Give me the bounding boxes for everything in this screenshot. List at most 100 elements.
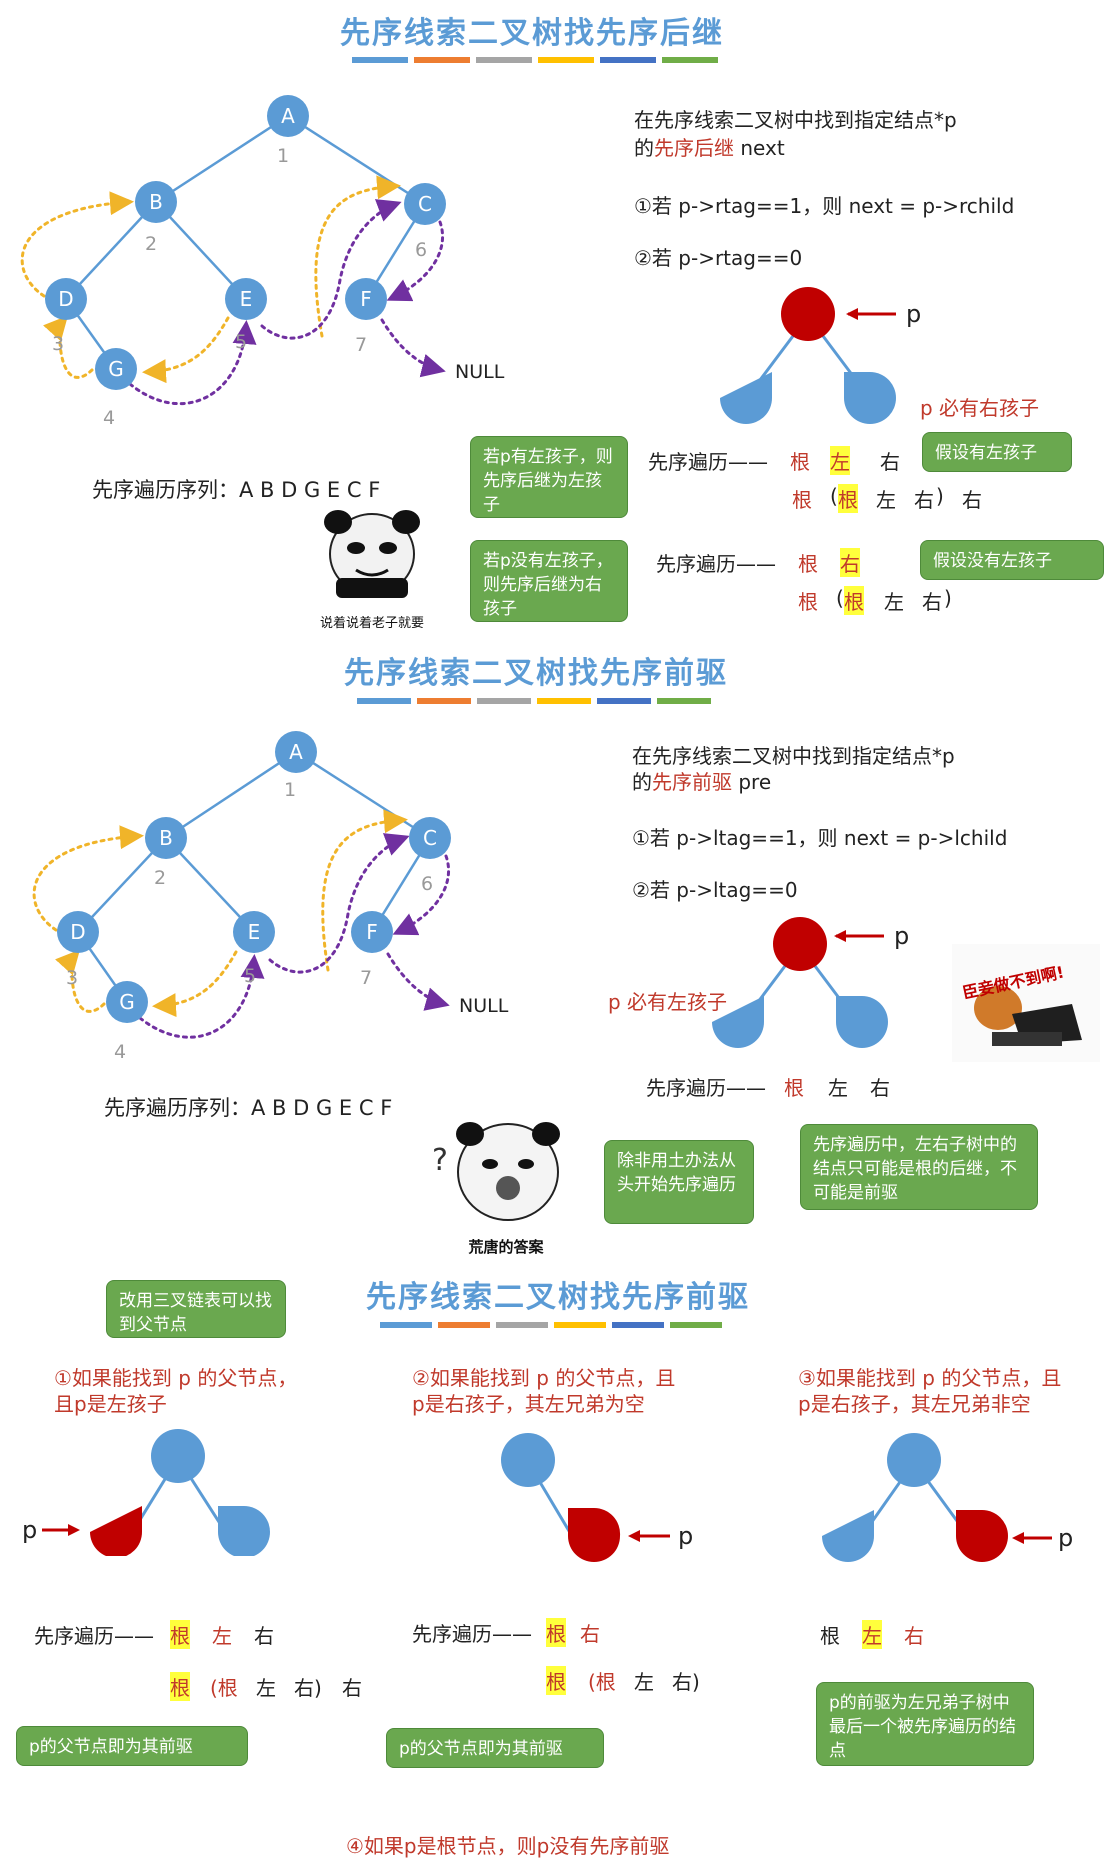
p-node bbox=[781, 287, 835, 341]
node-label: G bbox=[108, 357, 124, 381]
case1-root: 根 bbox=[170, 1620, 190, 1649]
case3-heading1: ③如果能找到 p 的父节点，且 bbox=[798, 1366, 1062, 1390]
node-label: F bbox=[366, 920, 378, 944]
token: 根 bbox=[798, 590, 818, 614]
token-right: 右 bbox=[840, 548, 860, 577]
tree-node-F bbox=[345, 278, 387, 320]
order-label: 7 bbox=[360, 967, 372, 989]
bubble-three-link-list: 改用三叉链表可以找到父节点 bbox=[106, 1280, 286, 1338]
null-label: NULL bbox=[459, 995, 509, 1017]
panda-meme-2: ? bbox=[432, 1122, 560, 1221]
order-label: 7 bbox=[355, 334, 367, 356]
color-bar bbox=[538, 57, 594, 63]
order-label: 2 bbox=[145, 233, 157, 255]
threaded-tree-1: A B C D E F G 1 2 3 4 5 6 7 NULL bbox=[20, 95, 505, 429]
svg-text:?: ? bbox=[432, 1143, 448, 1178]
case1-heading2: 且p是左孩子 bbox=[54, 1392, 167, 1416]
token: 右 bbox=[914, 488, 934, 512]
color-bar bbox=[357, 698, 411, 704]
bubble-assume-no-left: 假设没有左孩子 bbox=[920, 540, 1104, 580]
tree-node-D bbox=[57, 911, 99, 953]
p-node bbox=[773, 917, 827, 971]
token: 根 bbox=[844, 586, 864, 615]
tree-node-G bbox=[95, 348, 137, 390]
p-right-subtree bbox=[956, 1510, 1008, 1562]
tree-node-G bbox=[106, 981, 148, 1023]
p-diagram-1: p bbox=[720, 287, 921, 424]
order-label: 4 bbox=[103, 407, 115, 429]
token: 根 bbox=[792, 488, 812, 512]
color-bar bbox=[537, 698, 591, 704]
case1-row2-token: 右 bbox=[342, 1676, 362, 1700]
order-label: 3 bbox=[66, 967, 78, 989]
case2-heading1: ②如果能找到 p 的父节点，且 bbox=[412, 1366, 676, 1390]
tree-node-A bbox=[267, 95, 309, 137]
desc-text: pre bbox=[732, 770, 772, 794]
order-label: 6 bbox=[415, 239, 427, 261]
token: 右 bbox=[962, 488, 982, 512]
color-bar bbox=[414, 57, 470, 63]
section3-title: 先序线索二叉树找先序前驱 bbox=[366, 1280, 750, 1315]
case3-left: 左 bbox=[862, 1620, 882, 1649]
color-bar bbox=[476, 57, 532, 63]
case3-diagram: p bbox=[822, 1433, 1073, 1562]
tree-node-B bbox=[135, 181, 177, 223]
order-label: 4 bbox=[114, 1041, 126, 1063]
case2-right: 右 bbox=[580, 1622, 600, 1646]
right-subtree bbox=[836, 996, 888, 1048]
section2-desc-line2: 的先序前驱 pre bbox=[632, 766, 771, 795]
section2-rule1: ①若 p->ltag==1，则 next = p->lchild bbox=[632, 826, 1008, 850]
case1-heading1: ①如果能找到 p 的父节点， bbox=[54, 1366, 298, 1390]
section2-title: 先序线索二叉树找先序前驱 bbox=[344, 656, 728, 691]
tree-node-E bbox=[225, 278, 267, 320]
node-label: B bbox=[149, 190, 163, 214]
case1-row2-root: 根 bbox=[170, 1672, 190, 1701]
color-bar bbox=[380, 1322, 432, 1328]
panda-meme-1 bbox=[324, 510, 420, 598]
token-root: 根 bbox=[790, 450, 810, 474]
case2-heading2: p是右孩子，其左兄弟为空 bbox=[412, 1392, 645, 1416]
token: 右 bbox=[922, 590, 942, 614]
tree-node-B bbox=[145, 817, 187, 859]
case2-root: 根 bbox=[546, 1618, 566, 1647]
bubble-subtree-note: 先序遍历中，左右子树中的结点只可能是根的后继，不可能是前驱 bbox=[800, 1124, 1038, 1210]
token-right: 右 bbox=[870, 1076, 890, 1100]
node-label: C bbox=[418, 192, 432, 216]
case2-row2-token: (根 bbox=[588, 1670, 616, 1694]
case1-left: 左 bbox=[212, 1624, 232, 1648]
desc-text: 的 bbox=[634, 136, 654, 160]
desc-highlight: 先序前驱 bbox=[652, 770, 732, 794]
node-label: B bbox=[159, 826, 173, 850]
color-bar bbox=[657, 698, 711, 704]
tree-node-C bbox=[404, 183, 446, 225]
meme-caption-2: 荒唐的答案 bbox=[468, 1238, 544, 1256]
token: ( bbox=[830, 484, 838, 508]
color-bar bbox=[597, 698, 651, 704]
case2-row2-root: 根 bbox=[546, 1666, 566, 1695]
null-label: NULL bbox=[455, 361, 505, 383]
traversal-sequence-2: 先序遍历序列：A B D G E C F bbox=[104, 1096, 393, 1120]
token: ) bbox=[944, 586, 952, 610]
bubble-assume-left: 假设有左孩子 bbox=[922, 432, 1072, 472]
node-label: G bbox=[119, 990, 135, 1014]
color-bar bbox=[670, 1322, 722, 1328]
case4-note: ④如果p是根节点，则p没有先序前驱 bbox=[346, 1834, 670, 1858]
bubble-brute-force: 除非用土办法从头开始先序遍历 bbox=[604, 1140, 754, 1224]
color-bar bbox=[438, 1322, 490, 1328]
p-label: p bbox=[906, 300, 921, 328]
node-label: C bbox=[423, 826, 437, 850]
color-bar bbox=[417, 698, 471, 704]
case2-bubble: p的父节点即为其前驱 bbox=[386, 1728, 604, 1768]
p-right-subtree bbox=[568, 1507, 621, 1562]
p-label: p bbox=[1058, 1524, 1073, 1552]
must-have-left-child: p 必有左孩子 bbox=[608, 990, 728, 1014]
section1-desc-line1: 在先序线索二叉树中找到指定结点*p bbox=[634, 108, 957, 132]
p-diagram-2: p bbox=[712, 917, 909, 1048]
node-label: E bbox=[248, 920, 261, 944]
bubble-has-left: 若p有左孩子，则先序后继为左孩子 bbox=[470, 436, 628, 518]
case1-row2-token: (根 bbox=[210, 1676, 238, 1700]
parent-node bbox=[501, 1433, 555, 1487]
desc-highlight: 先序后继 bbox=[654, 136, 734, 160]
traversal-sequence-1: 先序遍历序列：A B D G E C F bbox=[92, 478, 381, 502]
token: 左 bbox=[876, 488, 896, 512]
